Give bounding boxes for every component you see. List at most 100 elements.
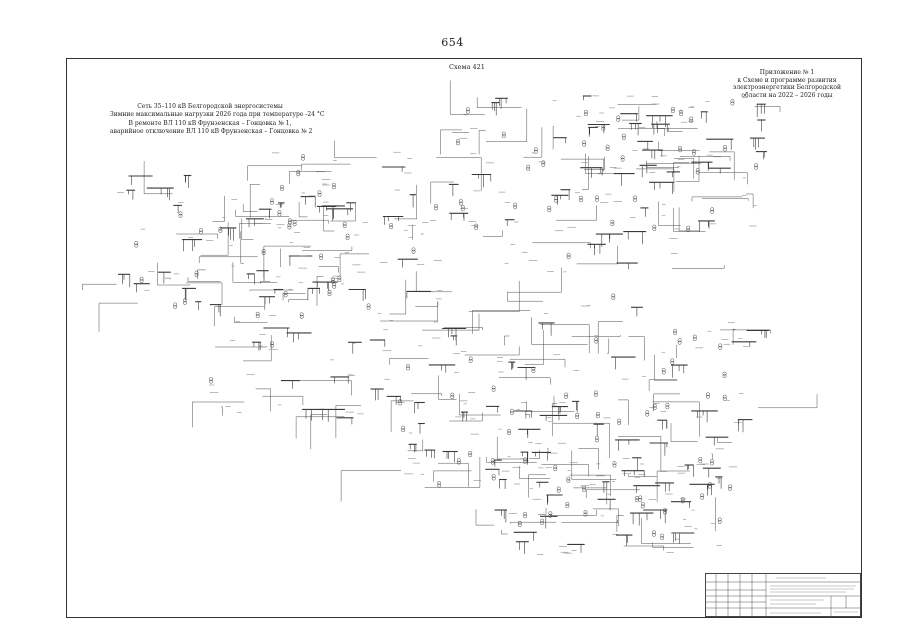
transformer-symbol [509, 408, 514, 413]
transmission-line [298, 202, 308, 218]
transmission-line [198, 256, 258, 264]
transmission-line [440, 129, 462, 155]
transmission-line [452, 131, 470, 133]
title-line: В ремонте ВЛ 110 кВ Фрунзенская – Гонцов… [128, 119, 292, 127]
transformer-symbol [491, 387, 496, 392]
transformer-symbol [595, 197, 599, 202]
transmission-line [464, 346, 520, 356]
transmission-line [235, 209, 290, 217]
transformer-symbol [526, 167, 531, 171]
transmission-line [200, 222, 229, 256]
transformer-symbol [754, 165, 759, 170]
transformer-symbol [610, 222, 615, 227]
transformer-symbol [299, 312, 304, 317]
transmission-line [584, 156, 605, 170]
transformer-symbol [455, 138, 460, 143]
transformer-symbol [540, 521, 545, 525]
transmission-line [538, 508, 547, 515]
transformer-symbol [660, 533, 665, 538]
transformer-symbol [465, 109, 470, 114]
transformer-symbol [670, 360, 675, 365]
transmission-line [552, 126, 555, 150]
transmission-line [143, 161, 173, 195]
transformer-symbol [594, 436, 599, 440]
transformer-symbol [406, 366, 410, 371]
transmission-line [389, 279, 407, 315]
transmission-line [676, 344, 678, 358]
transmission-line [430, 181, 454, 204]
transmission-line [679, 156, 731, 161]
transformer-symbol [523, 457, 527, 462]
transmission-line [578, 448, 599, 470]
transformer-symbol [342, 224, 347, 229]
transformer-symbol [689, 119, 694, 123]
transformer-symbol [633, 195, 638, 200]
transformer-symbol [332, 284, 337, 289]
transformer-symbol [566, 476, 571, 481]
transformer-symbol [686, 228, 691, 233]
transmission-line [496, 436, 527, 460]
transformer-symbol [468, 356, 473, 361]
transmission-line [658, 201, 681, 226]
appendix-note: Приложение № 1 к Схеме и программе разви… [727, 69, 847, 99]
transmission-line [316, 276, 324, 306]
transformer-symbol [198, 228, 203, 233]
transformer-symbol [620, 157, 625, 162]
transformer-symbol [540, 518, 545, 523]
transmission-line [296, 380, 352, 396]
transmission-line [561, 520, 618, 523]
transformer-symbol [708, 484, 712, 489]
transformer-symbol [209, 377, 213, 382]
transformer-symbol [691, 151, 696, 156]
diagram-title-block: Сеть 35–110 кВ Белгородской энергосистем… [110, 103, 324, 136]
transformer-symbol [617, 418, 622, 423]
transmission-line [232, 262, 278, 283]
drawing-sheet-frame [66, 58, 862, 618]
transformer-symbol [553, 464, 558, 469]
transmission-line [628, 474, 657, 477]
transmission-line [673, 162, 690, 174]
transformer-symbol [595, 195, 599, 200]
page-number: 654 [441, 36, 464, 49]
transformer-symbol [593, 392, 598, 397]
transmission-line [510, 521, 557, 524]
transformer-symbol [686, 225, 691, 230]
transformer-symbol [556, 488, 561, 493]
transmission-line [340, 470, 402, 502]
transmission-line [673, 207, 706, 232]
transmission-line [509, 358, 566, 368]
transformer-symbol [652, 532, 656, 537]
transmission-line [221, 406, 223, 416]
transformer-symbol [635, 498, 639, 503]
transformer-symbol [695, 170, 700, 175]
transformer-symbol [327, 292, 332, 297]
transformer-symbol [317, 192, 322, 197]
transmission-line [531, 317, 588, 345]
transformer-symbol [301, 156, 305, 161]
appendix-line: электроэнергетики Белгородской [732, 84, 842, 91]
transmission-line [526, 401, 575, 412]
transformer-symbol [173, 302, 178, 307]
transformer-symbol [605, 147, 610, 151]
transformer-symbol [660, 536, 665, 540]
transmission-line [675, 155, 700, 182]
transformer-symbol [564, 392, 569, 397]
transformer-symbol [564, 394, 569, 399]
transmission-line [262, 395, 304, 406]
transformer-symbol [691, 149, 696, 154]
transformer-symbol [198, 230, 203, 235]
transformer-symbol [620, 155, 625, 160]
transformer-symbol [134, 241, 139, 246]
transformer-symbol [331, 185, 336, 190]
transmission-line [334, 140, 377, 159]
transmission-line [671, 265, 725, 269]
transformer-symbol [345, 236, 350, 241]
transformer-symbol [575, 412, 580, 417]
transformer-symbol [434, 206, 438, 211]
transformer-symbol [455, 141, 460, 146]
transformer-symbol [287, 225, 292, 230]
transmission-line [289, 219, 329, 224]
transmission-line [678, 207, 700, 232]
transformer-symbol [730, 101, 735, 106]
transformer-symbol [490, 458, 495, 463]
